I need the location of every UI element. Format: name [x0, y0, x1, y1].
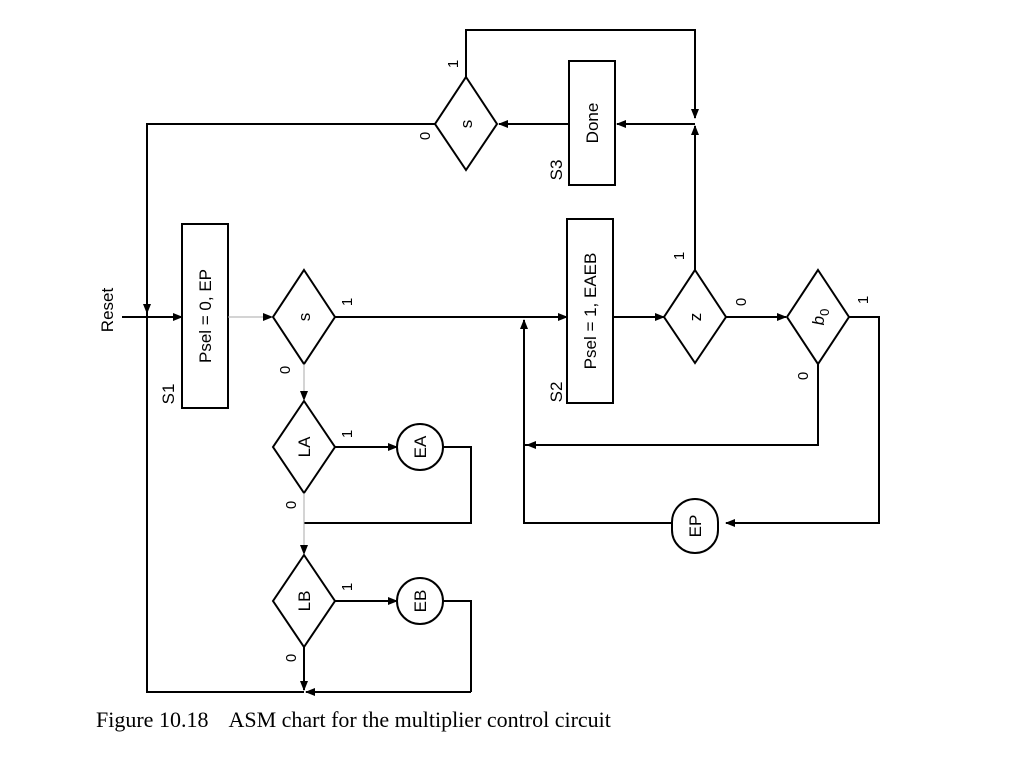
cond-output-eb-label: EB	[411, 590, 430, 613]
decision-la-label: LA	[295, 436, 314, 457]
decision-z-label: z	[686, 313, 705, 322]
branch-label-z-zero: 0	[733, 298, 750, 306]
branch-label-b0-one: 1	[855, 296, 872, 304]
branch-label-s3-zero: 0	[417, 132, 434, 140]
figure-number: Figure 10.18	[96, 707, 209, 732]
decision-lb-label: LB	[295, 591, 314, 612]
branch-label-la-one: 1	[339, 430, 356, 438]
state-name-s1: S1	[159, 384, 178, 405]
figure-caption-text: ASM chart for the multiplier control cir…	[228, 707, 611, 732]
decision-z	[662, 268, 728, 365]
b0-zero-path	[525, 364, 819, 446]
branch-label-s3-one: 1	[445, 60, 462, 68]
state-name-s3: S3	[547, 160, 566, 181]
b0-one-path	[726, 316, 880, 524]
s3-one-path	[465, 29, 696, 118]
eb-return-path	[443, 600, 472, 692]
reset-label: Reset	[98, 288, 117, 333]
branch-label-b0-zero: 0	[795, 372, 812, 380]
branch-label-lb-one: 1	[339, 583, 356, 591]
s3-zero-path	[146, 123, 435, 693]
branch-label-s1-one: 1	[339, 298, 356, 306]
decision-s-s3-label: s	[457, 120, 476, 129]
state-output-s2: Psel = 1, EAEB	[581, 253, 600, 370]
state-box-s1	[181, 223, 229, 409]
decision-s-s3	[433, 75, 499, 172]
state-name-s2: S2	[547, 382, 566, 403]
branch-label-z-one: 1	[671, 252, 688, 260]
state-box-s2	[566, 218, 614, 404]
cond-output-ep	[671, 498, 719, 554]
branch-label-la-zero: 0	[283, 501, 300, 509]
state-output-s1: Psel = 0, EP	[196, 269, 215, 363]
cond-output-ea-label: EA	[411, 435, 430, 458]
cond-output-ep-label: EP	[686, 515, 705, 538]
branch-label-lb-zero: 0	[283, 654, 300, 662]
figure-caption: Figure 10.18 ASM chart for the multiplier…	[96, 707, 611, 733]
ep-return-path	[523, 321, 672, 524]
decision-b0-label: b0	[809, 309, 832, 326]
ea-return-path	[304, 446, 472, 524]
decision-s-s1-label: s	[295, 313, 314, 322]
state-output-s3: Done	[583, 103, 602, 144]
branch-label-s1-zero: 0	[277, 366, 294, 374]
